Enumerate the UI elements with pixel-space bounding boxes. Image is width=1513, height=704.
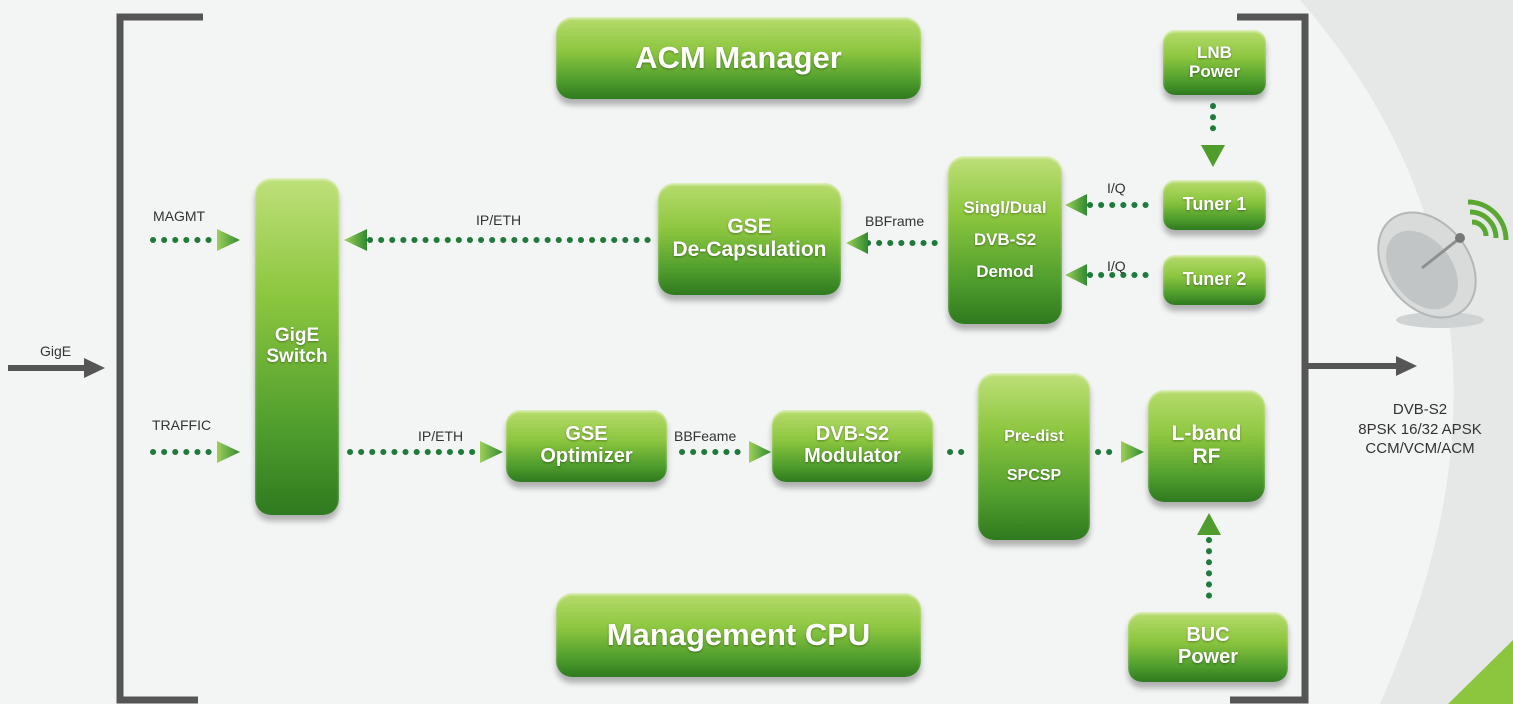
management-cpu-block: Management CPU	[556, 593, 921, 677]
tuner2-label: Tuner 2	[1182, 269, 1247, 290]
predist-line2: SPCSP	[1006, 466, 1062, 484]
iq2-label: I/Q	[1107, 258, 1126, 274]
tuner1-label: Tuner 1	[1182, 194, 1247, 215]
bbfeame-label: BBFeame	[674, 428, 737, 444]
arrowhead-tuner-in	[1201, 145, 1225, 167]
output-line3: CCM/VCM/ACM	[1365, 440, 1475, 457]
lnb-power-block: LNB Power	[1163, 30, 1266, 95]
acm-manager-label: ACM Manager	[635, 40, 842, 76]
gse-optimizer-line1: GSE	[565, 423, 608, 446]
arrowhead-magmt	[217, 229, 240, 251]
gse-decap-block: GSE De-Capsulation	[658, 183, 841, 295]
gige-input-arrow	[8, 358, 105, 378]
lnb-power-line1: LNB	[1197, 43, 1232, 63]
buc-power-line1: BUC	[1186, 624, 1230, 647]
gse-optimizer-block: GSE Optimizer	[506, 410, 667, 482]
arrowhead-rf-in	[1121, 441, 1144, 463]
arrowhead-rf-up	[1197, 513, 1221, 535]
arrowhead-optimizer-in	[480, 441, 503, 463]
gse-decap-line1: GSE	[727, 215, 772, 239]
modulator-block: DVB-S2 Modulator	[772, 410, 933, 482]
satellite-dish-icon	[1377, 199, 1509, 328]
arrowhead-decap-in	[846, 232, 868, 254]
magmt-label: MAGMT	[153, 208, 206, 224]
ip-eth-bottom-label: IP/ETH	[418, 428, 464, 444]
gse-decap-line2: De-Capsulation	[672, 238, 827, 261]
gse-optimizer-line2: Optimizer	[540, 445, 633, 467]
gige-switch-line1: GigE	[274, 324, 320, 346]
demod-line2: DVB-S2	[973, 229, 1037, 249]
iq1-label: I/Q	[1107, 180, 1126, 196]
tuner2-block: Tuner 2	[1163, 255, 1266, 305]
output-description: DVB-S2 8PSK 16/32 APSK CCM/VCM/ACM	[1340, 400, 1500, 459]
management-cpu-label: Management CPU	[606, 617, 871, 653]
demod-line3: Demod	[976, 262, 1034, 282]
modulator-line1: DVB-S2	[815, 423, 890, 446]
arrowhead-modulator-in	[749, 441, 771, 463]
ip-eth-top-label: IP/ETH	[476, 212, 522, 228]
enclosure-frame	[116, 13, 1309, 704]
demod-line1: Singl/Dual	[963, 197, 1047, 217]
arrowhead-traffic	[217, 441, 240, 463]
modulator-line2: Modulator	[804, 445, 901, 467]
buc-power-line2: Power	[1177, 646, 1239, 668]
bbframe-label: BBFrame	[865, 213, 925, 229]
lband-rf-line1: L-band	[1171, 422, 1242, 446]
acm-manager-block: ACM Manager	[556, 17, 921, 99]
arrowhead-demod-in1	[1065, 194, 1087, 216]
lband-rf-block: L-band RF	[1148, 390, 1265, 502]
output-line1: DVB-S2	[1392, 401, 1448, 418]
gige-switch-block: GigE Switch	[255, 178, 339, 515]
lband-rf-line2: RF	[1192, 445, 1221, 468]
lnb-power-line2: Power	[1188, 61, 1241, 81]
output-arrow	[1305, 356, 1417, 376]
predist-block: Pre-dist SPCSP	[978, 373, 1090, 540]
arrowhead-switch-in	[344, 229, 367, 251]
output-line2: 8PSK 16/32 APSK	[1358, 420, 1482, 438]
traffic-label: TRAFFIC	[152, 417, 212, 433]
demod-block: Singl/Dual DVB-S2 Demod	[948, 156, 1062, 324]
arrowheads	[217, 194, 1144, 463]
predist-line1: Pre-dist	[1004, 428, 1064, 446]
tuner1-block: Tuner 1	[1163, 180, 1266, 230]
buc-power-block: BUC Power	[1128, 612, 1288, 682]
arrowhead-demod-in2	[1065, 264, 1087, 286]
gige-label: GigE	[40, 343, 72, 359]
gige-switch-line2: Switch	[266, 345, 328, 367]
